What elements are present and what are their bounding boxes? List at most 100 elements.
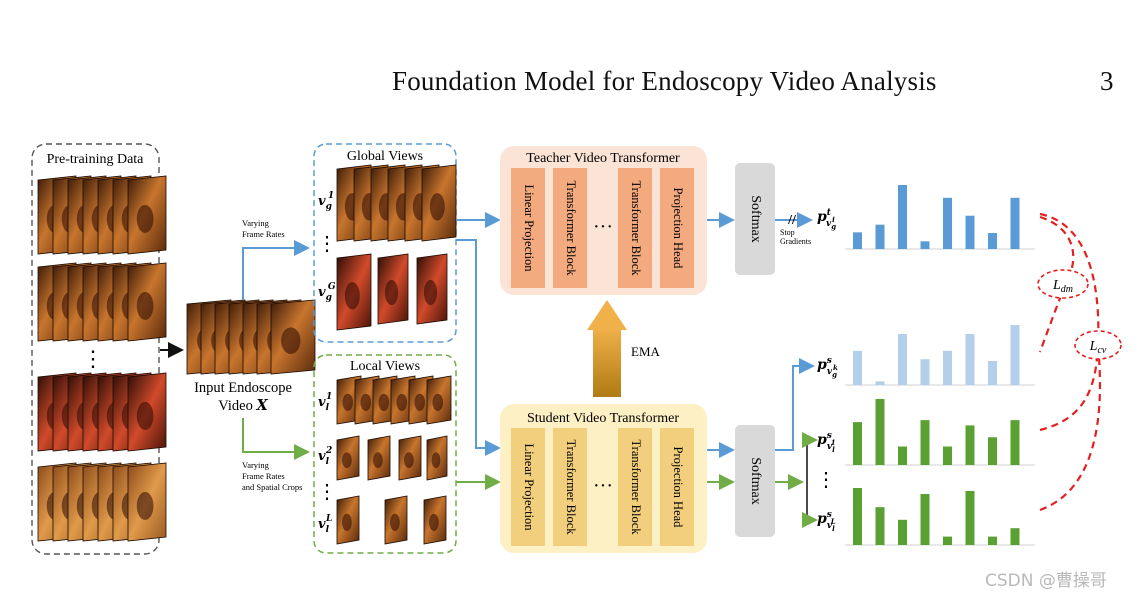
local-view-L-label: vlL	[318, 514, 332, 535]
histogram-bar	[965, 491, 975, 545]
teacher-transformer-box	[500, 146, 707, 295]
local-view-2-frame-2	[367, 435, 391, 481]
histogram-bar	[853, 232, 862, 249]
global-view-G-frame-1	[336, 253, 372, 331]
frame-lumen	[429, 193, 445, 221]
teacher-block-projection-head: Projection Head	[660, 168, 694, 288]
local-view-2-frame-4	[426, 435, 448, 481]
svg-text:Ldm: Ldm	[1052, 278, 1073, 295]
frame-lumen	[431, 452, 441, 469]
student-softmax: Softmax	[735, 425, 775, 537]
histogram-bar	[943, 446, 952, 465]
local-annotation-line1: Varying	[242, 460, 270, 470]
histogram-bar	[898, 519, 907, 545]
local-view-1-label: vl1	[318, 392, 332, 413]
histogram-bar	[875, 399, 885, 465]
local-ellipsis: ⋮	[317, 481, 337, 503]
global-view-G-frame-2	[377, 253, 409, 325]
loss-cv-curve-local1	[1039, 344, 1100, 432]
arrow-student-softmax-to-global-output	[775, 358, 815, 451]
frame-lumen	[136, 491, 154, 520]
svg-text:Projection Head: Projection Head	[671, 447, 685, 529]
frame-lumen	[429, 513, 439, 532]
loss-cv-badge: Lcv	[1074, 330, 1122, 360]
local-view-2-frame-3	[398, 435, 422, 481]
histogram-bar	[898, 446, 907, 465]
pretraining-ellipsis: ⋮	[82, 346, 104, 371]
pretraining-title: Pre-training Data	[47, 152, 145, 167]
histogram-bar	[853, 350, 862, 385]
global-ellipsis: ⋮	[317, 233, 337, 255]
global-view-1-stack	[336, 164, 457, 242]
frame-lumen	[136, 401, 154, 430]
frame-lumen	[342, 513, 352, 532]
svg-text:Transformer Block: Transformer Block	[629, 180, 643, 276]
page-number: 3	[1100, 66, 1114, 96]
svg-text:Lcv: Lcv	[1089, 339, 1107, 356]
frame-lumen	[390, 513, 400, 532]
teacher-block-transformer-n: Transformer Block	[618, 168, 652, 288]
histogram-bar	[1010, 197, 1020, 249]
brace-local-outputs	[806, 439, 815, 521]
student-local1-distribution-histogram	[845, 399, 1035, 466]
global-view-G-frame-3	[416, 253, 448, 325]
local-view-L-frame-2	[384, 495, 408, 545]
input-video-stack	[186, 299, 316, 375]
local-view-L-frame-3	[423, 495, 447, 545]
frame-lumen	[136, 291, 154, 320]
frame-lumen	[360, 393, 372, 412]
svg-text:Softmax: Softmax	[748, 457, 763, 504]
frame-lumen	[342, 393, 354, 412]
ema-arrow	[587, 300, 627, 397]
histogram-bar	[965, 334, 975, 385]
global-view-G-label: vgG	[318, 282, 336, 303]
local-annotation-line2: Frame Rates	[242, 471, 285, 481]
pretraining-stack-3	[37, 372, 167, 452]
arrow-input-to-global	[242, 240, 310, 300]
teacher-softmax: Softmax	[735, 163, 775, 275]
student-block-transformer-1: Transformer Block	[553, 428, 587, 546]
teacher-distribution-histogram	[845, 185, 1035, 250]
pretraining-stack-4	[37, 462, 167, 542]
student-block-linear-projection: Linear Projection	[511, 428, 545, 546]
svg-text:Linear Projection: Linear Projection	[522, 443, 536, 531]
loss-dm-badge: Ldm	[1037, 269, 1089, 299]
teacher-block-linear-projection: Linear Projection	[511, 168, 545, 288]
teacher-title: Teacher Video Transformer	[526, 151, 680, 166]
histogram-bar	[875, 224, 885, 249]
histogram-bar	[1010, 528, 1020, 545]
local-view-1-stack	[336, 375, 452, 425]
global-view-1-label: vg1	[318, 191, 334, 212]
frame-lumen	[344, 282, 360, 310]
local-view-2-label: vl2	[318, 446, 332, 467]
histogram-bar	[965, 215, 975, 249]
frame-lumen	[136, 204, 154, 233]
stop-gradient-line1: Stop	[780, 228, 795, 237]
loss-cv-curve-localL	[1039, 344, 1102, 512]
histogram-bar	[943, 197, 952, 249]
global-view-frames	[336, 164, 457, 331]
local-views-box	[313, 354, 457, 554]
histogram-bar	[965, 425, 975, 465]
student-transformer-box	[500, 404, 707, 553]
student-dots: ···	[593, 475, 613, 497]
global-annotation-line2: Frame Rates	[242, 229, 285, 239]
student-global-distribution-histogram	[845, 325, 1035, 386]
histogram-bar	[988, 536, 997, 545]
ema-label: EMA	[631, 344, 661, 359]
histogram-bar	[875, 507, 885, 545]
histogram-bar	[853, 422, 862, 465]
histogram-bar	[853, 488, 862, 545]
frame-lumen	[342, 452, 352, 469]
local-view-frames	[336, 375, 452, 545]
histogram-bar	[920, 359, 930, 385]
frame-lumen	[404, 452, 414, 469]
teacher-block-transformer-1: Transformer Block	[553, 168, 587, 288]
svg-text:Linear Projection: Linear Projection	[522, 184, 536, 272]
frame-lumen	[414, 393, 426, 412]
histogram-bar	[988, 437, 997, 465]
